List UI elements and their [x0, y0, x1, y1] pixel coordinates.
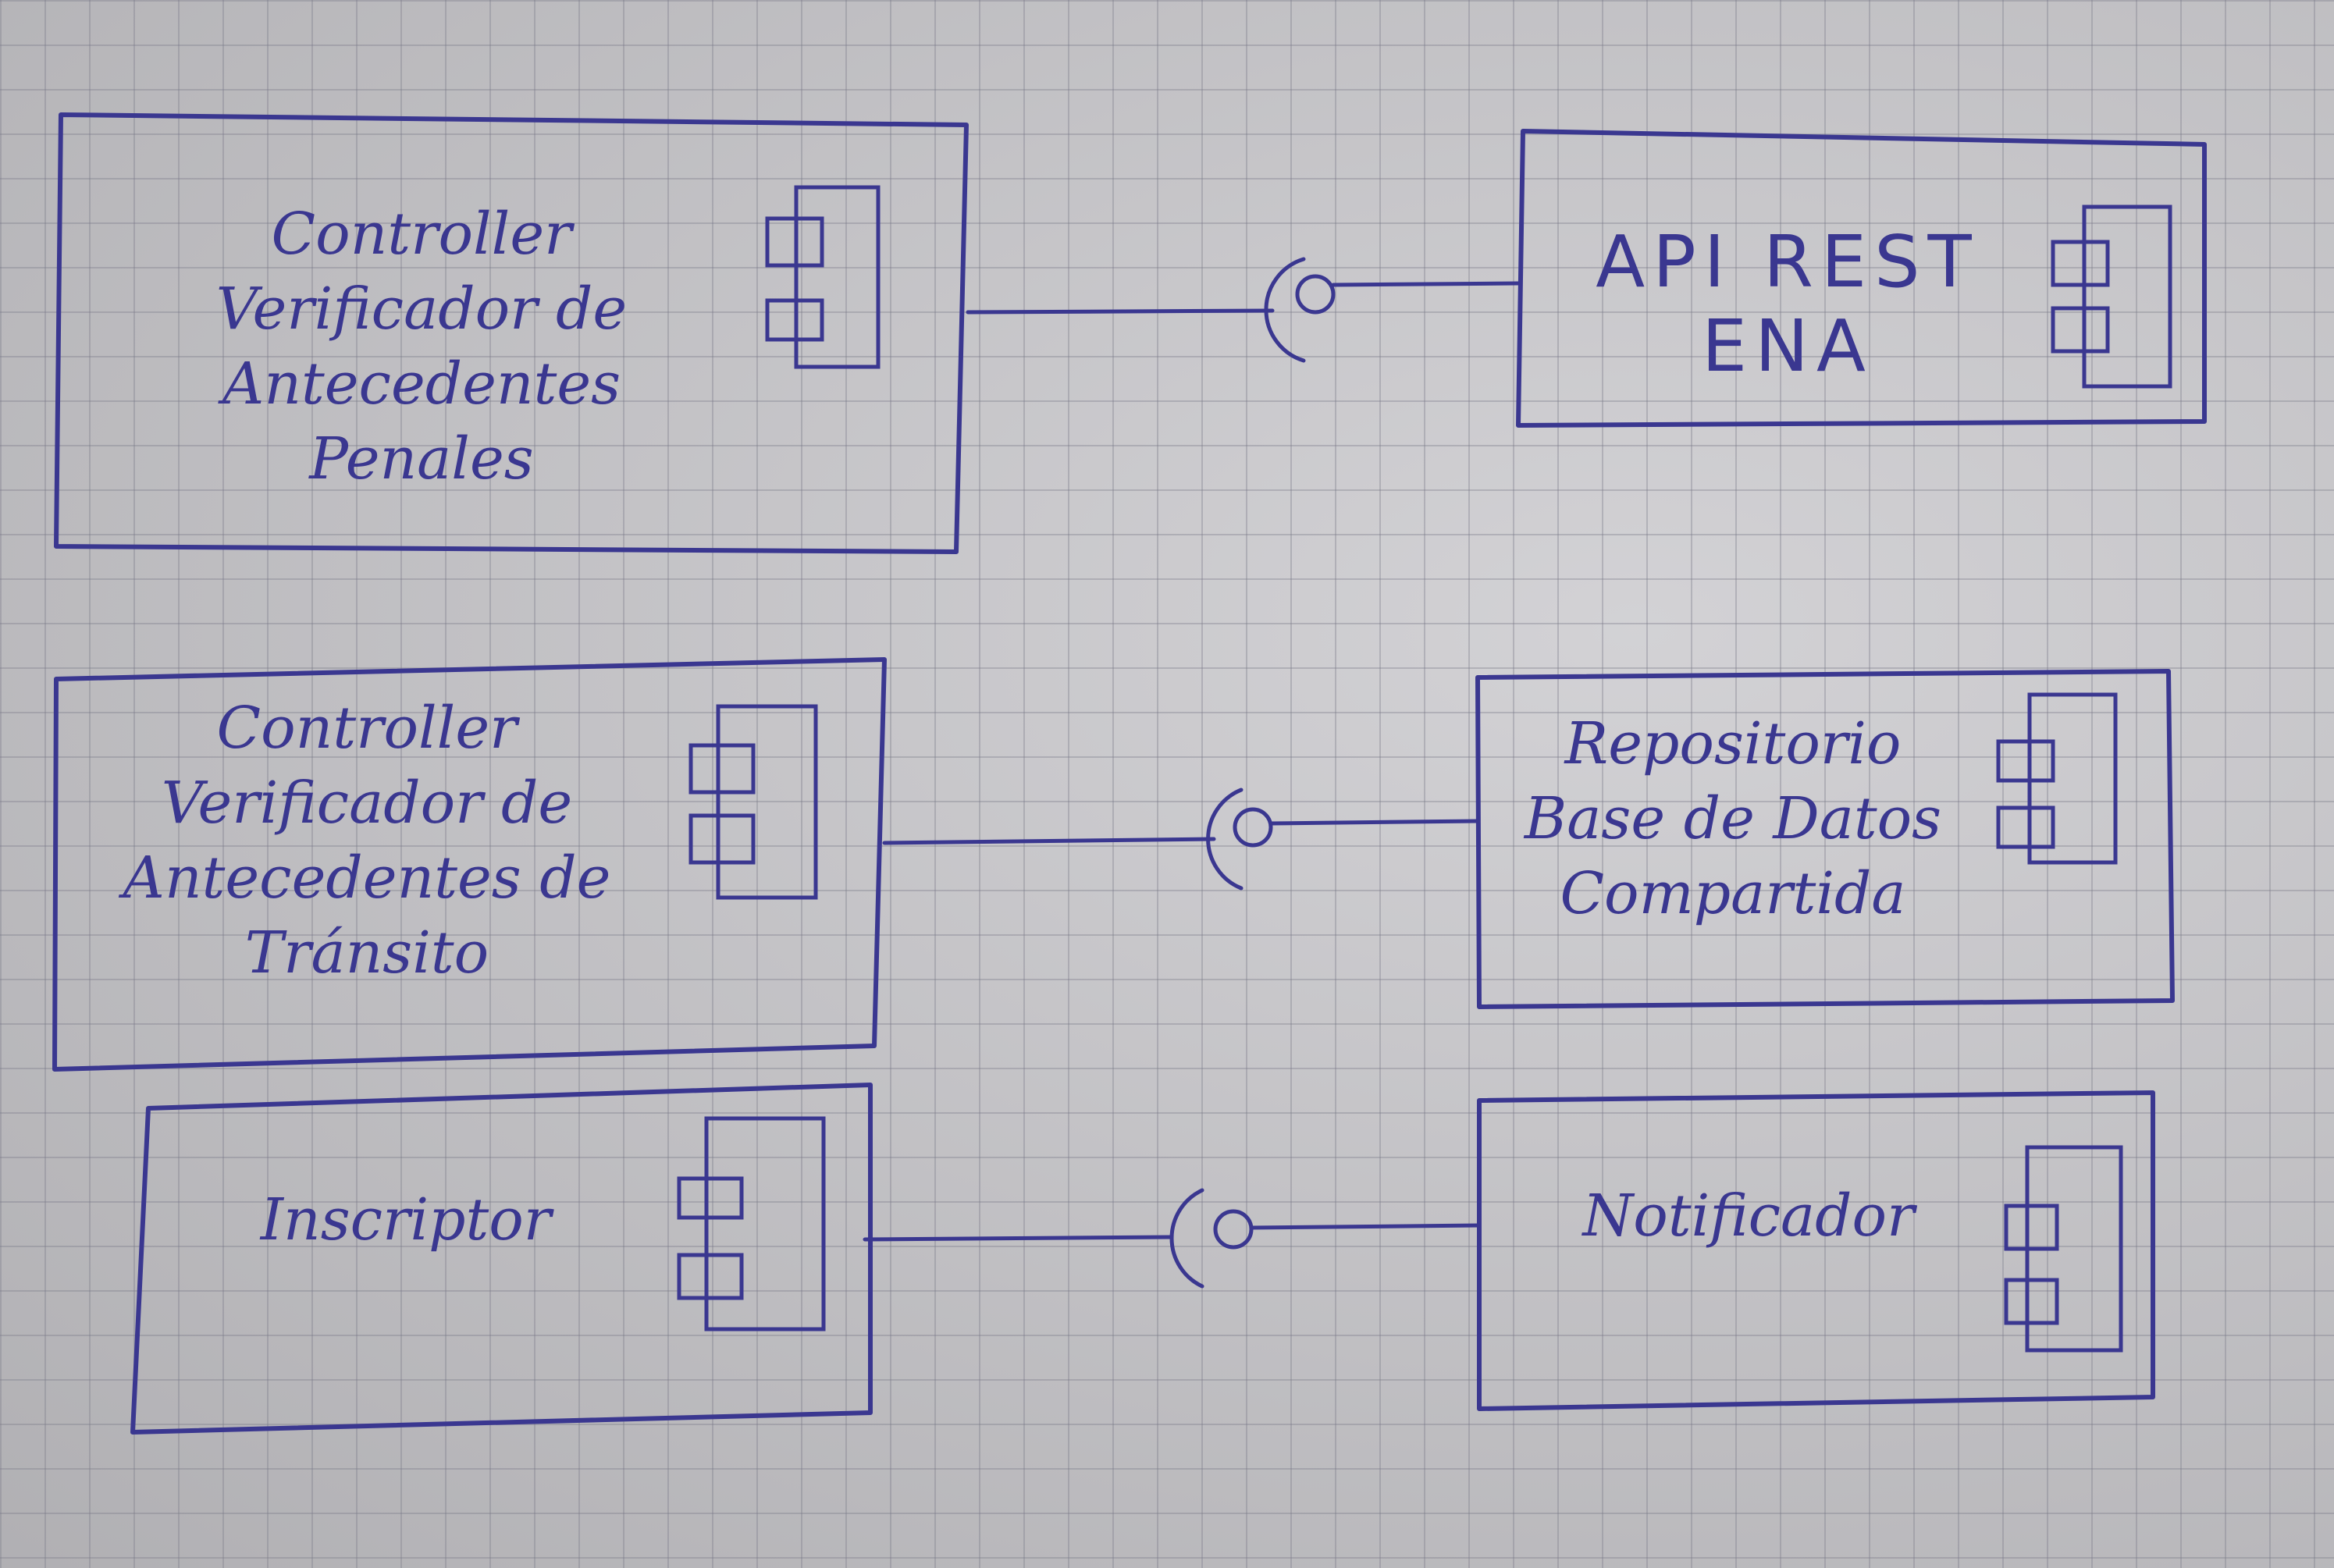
component-box-controller-transito	[52, 657, 887, 1072]
component-box-inscriptor	[130, 1083, 873, 1435]
component-icon	[2004, 1145, 2123, 1353]
component-label-controller-penales: Controller Verificador de Antecedentes P…	[215, 201, 628, 492]
component-label-controller-transito: Controller Verificador de Antecedentes d…	[123, 695, 611, 987]
component-box-controller-penales	[54, 112, 969, 554]
connection-penales-api	[966, 257, 1521, 363]
connection-inscriptor-notificador	[863, 1188, 1482, 1289]
component-icon	[1996, 692, 2118, 865]
component-box-repositorio	[1475, 669, 2175, 1009]
component-label-api-rest-ena: API REST ENA	[1596, 220, 1980, 388]
component-icon	[688, 704, 818, 900]
connection-transito-repositorio	[882, 788, 1480, 891]
component-box-notificador	[1477, 1090, 2155, 1411]
component-icon	[765, 185, 881, 369]
component-label-notificador: Notificador	[1582, 1182, 1915, 1250]
component-icon	[2051, 204, 2172, 389]
component-label-inscriptor: Inscriptor	[260, 1186, 552, 1253]
component-box-api-rest-ena	[1516, 129, 2207, 428]
component-icon	[677, 1116, 826, 1332]
component-label-repositorio: Repositorio Base de Datos Compartida	[1524, 710, 1942, 927]
